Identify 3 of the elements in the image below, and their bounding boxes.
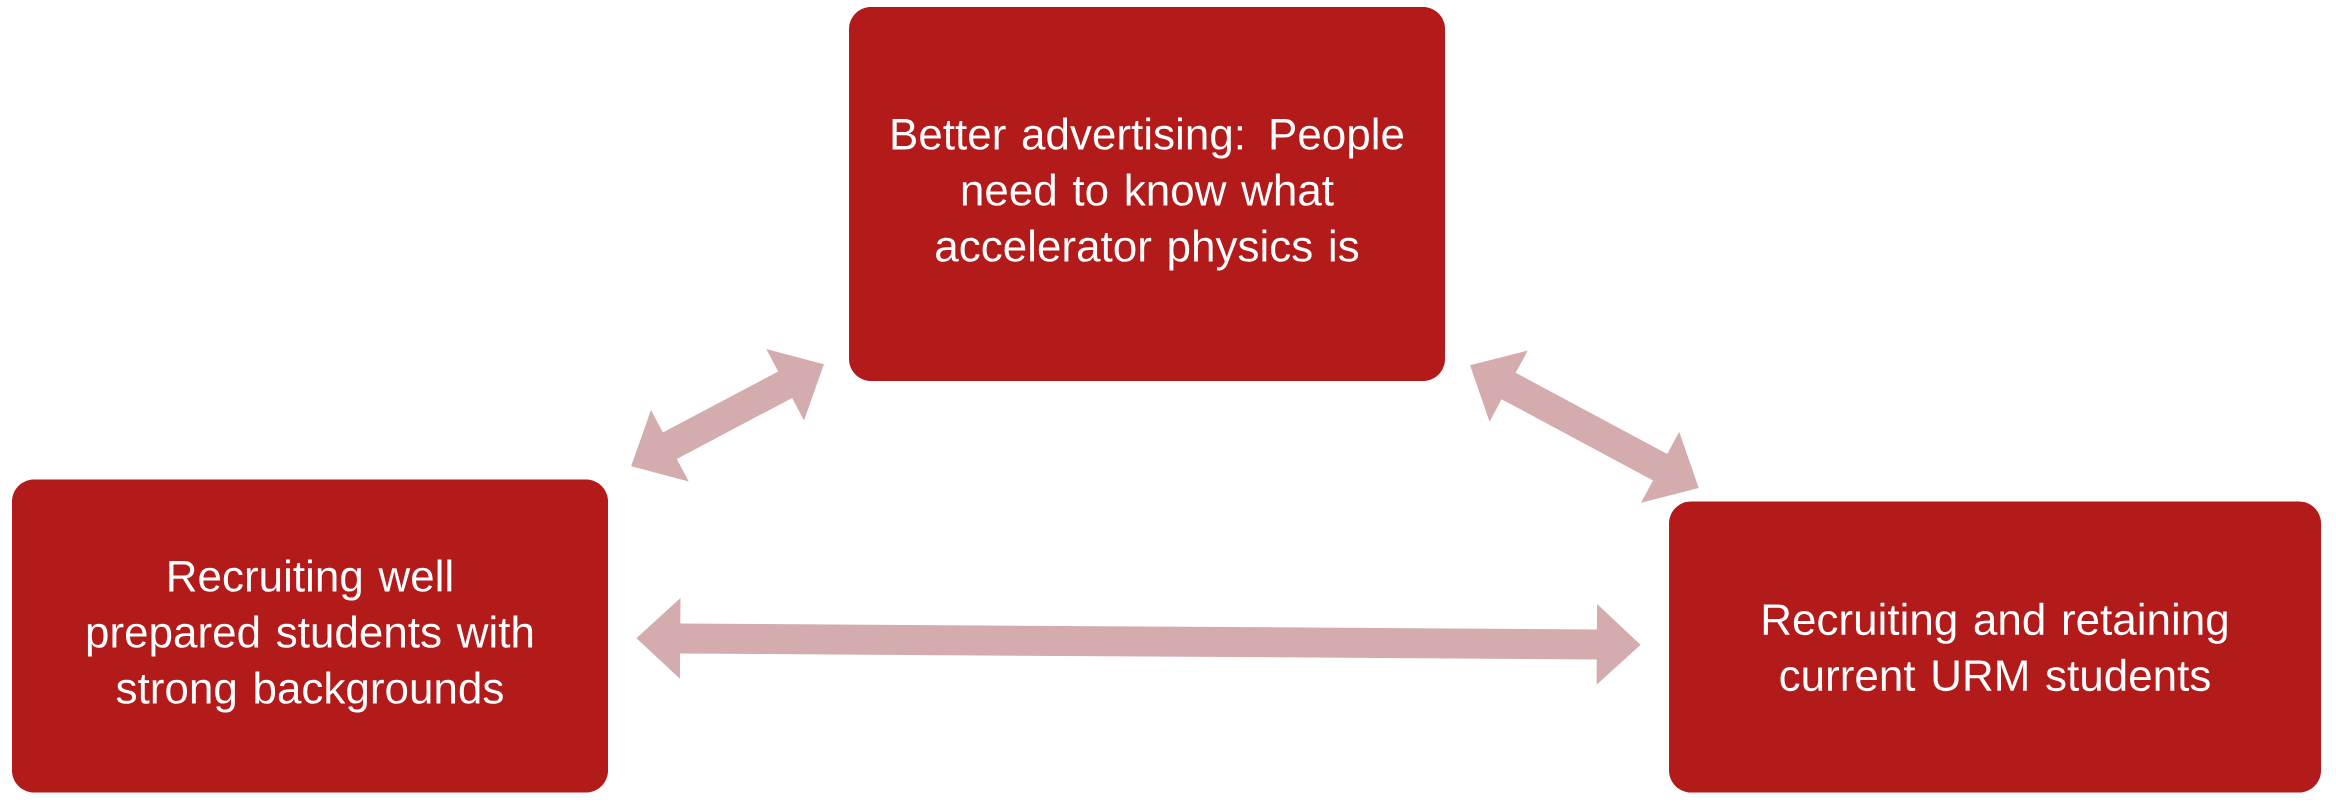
process-box: Better advertising: People need to know what accelerator physics is (849, 7, 1445, 381)
process-box: Recruiting and retaining current URM students (1669, 501, 2322, 793)
process-box: Recruiting well prepared students with strong backgrounds (12, 479, 608, 793)
